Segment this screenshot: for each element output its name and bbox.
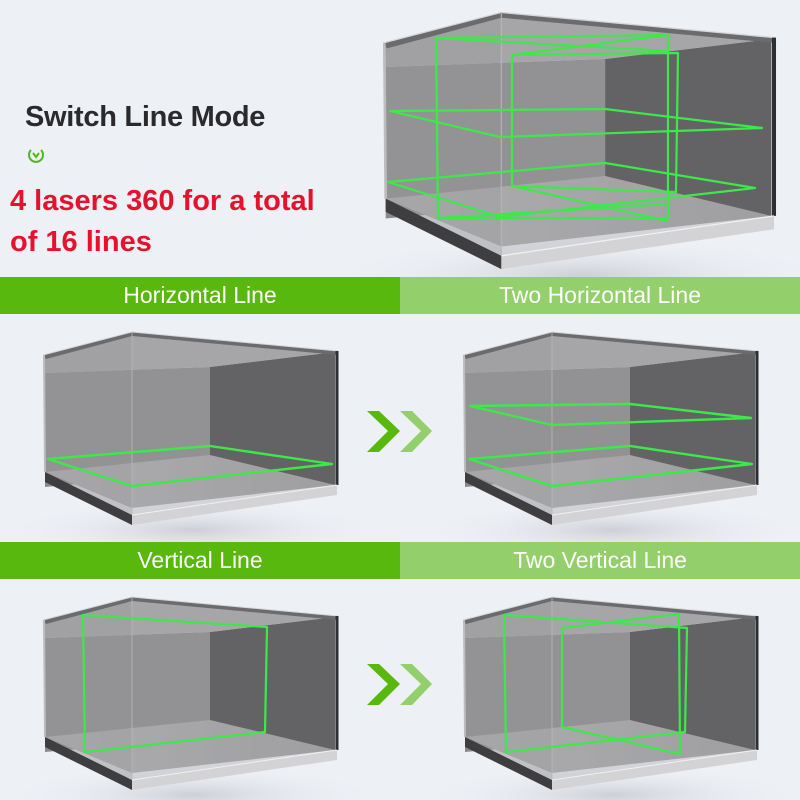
vertical-line-illustration <box>1 595 385 800</box>
two-horizontal-laser-lines <box>467 402 754 488</box>
double-chevron-right-icon <box>367 664 432 705</box>
hero-room-illustration <box>327 10 800 318</box>
double-chevron-right-icon <box>367 411 432 452</box>
laser-count-text-line1: 4 lasers 360 for a total <box>10 185 315 217</box>
label-two-horizontal-line: Two Horizontal Line <box>400 277 800 314</box>
horizontal-laser-line <box>46 444 334 488</box>
two-vertical-line-illustration <box>421 595 800 800</box>
chevron-circle-down-icon <box>28 149 44 163</box>
horizontal-line-illustration <box>1 330 385 562</box>
two-horizontal-line-illustration <box>421 330 800 562</box>
page-title: Switch Line Mode <box>25 101 266 133</box>
hero-laser-lines <box>386 33 764 223</box>
label-horizontal-line: Horizontal Line <box>0 277 400 314</box>
vertical-laser-line <box>81 613 269 754</box>
label-two-vertical-line: Two Vertical Line <box>400 542 800 579</box>
laser-count-text-line2: of 16 lines <box>10 226 152 258</box>
label-vertical-line: Vertical Line <box>0 542 400 579</box>
two-vertical-laser-lines <box>502 612 689 756</box>
